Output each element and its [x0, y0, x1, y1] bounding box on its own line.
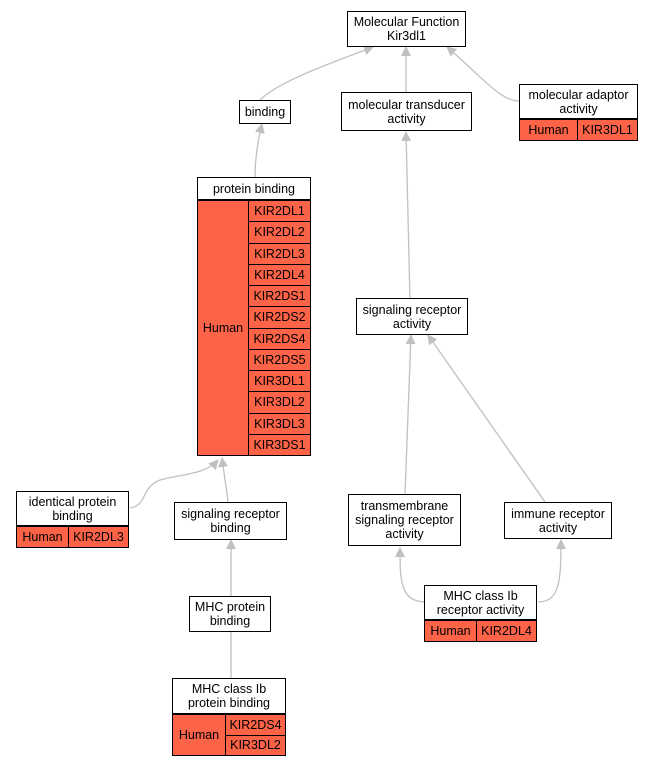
gene-label: KIR2DS1	[249, 286, 310, 308]
node-mhc-class-ib-receptor-activity[interactable]: MHC class Ib receptor activity	[424, 585, 537, 620]
edge-binding-to-root	[259, 45, 374, 101]
gene-label: KIR2DS4	[226, 715, 285, 736]
gene-label: KIR3DL1	[582, 123, 633, 137]
edge-adaptor-to-root	[446, 46, 520, 102]
gene-label: KIR2DS5	[249, 350, 310, 371]
gene-label: KIR2DS4	[249, 329, 310, 350]
node-signaling-receptor-binding[interactable]: signaling receptor binding	[174, 502, 287, 540]
edge-protein-binding-to-binding	[254, 123, 265, 178]
node-identical-protein-binding[interactable]: identical protein binding	[16, 491, 129, 526]
gene-label: KIR2DL3	[73, 530, 124, 544]
edge-mhc-receptor-to-immune	[537, 539, 566, 603]
edge-identical-to-protein-binding	[129, 459, 219, 509]
gene-label: KIR3DS1	[253, 437, 306, 452]
annotation-protein-binding: Human KIR2DL1 KIR2DL2 KIR2DL3 KIR2DL4 KI…	[197, 200, 311, 456]
edge-immune-to-signaling-activity	[427, 334, 546, 503]
species-label: Human	[173, 715, 226, 755]
species-label: Human	[198, 201, 249, 455]
gene-label: KIR2DL2	[249, 222, 310, 244]
gene-label: KIR2DL4	[249, 265, 310, 286]
gene-label: KIR2DL4	[481, 624, 532, 638]
species-label: Human	[520, 120, 578, 140]
node-protein-binding[interactable]: protein binding	[197, 177, 311, 200]
node-immune-receptor-activity[interactable]: immune receptor activity	[504, 502, 612, 539]
edge-signaling-binding-to-protein-binding	[218, 457, 229, 503]
node-root[interactable]: Molecular Function Kir3dl1	[347, 11, 466, 47]
gene-label: KIR3DL1	[249, 371, 310, 393]
species-label: Human	[17, 527, 69, 547]
edge-signaling-receptor-activity-to-transducer	[401, 131, 412, 301]
gene-label: KIR3DL2	[249, 392, 310, 414]
gene-label: KIR2DS2	[249, 307, 310, 329]
species-label: Human	[425, 621, 477, 641]
node-binding[interactable]: binding	[239, 100, 291, 124]
annotation-mhc-class-ib-receptor-activity: Human KIR2DL4	[424, 620, 537, 642]
annotation-molecular-adaptor-activity: Human KIR3DL1	[519, 119, 638, 141]
gene-label: KIR2DL1	[249, 201, 310, 223]
node-transmembrane-signaling-receptor-activity[interactable]: transmembrane signaling receptor activit…	[348, 494, 461, 546]
annotation-mhc-class-ib-protein-binding: Human KIR2DS4 KIR3DL2	[172, 714, 286, 756]
node-signaling-receptor-activity[interactable]: signaling receptor activity	[356, 298, 468, 335]
node-mhc-class-ib-protein-binding[interactable]: MHC class Ib protein binding	[172, 678, 286, 714]
gene-label: KIR3DL3	[249, 414, 310, 435]
gene-label: KIR2DL3	[249, 244, 310, 265]
node-mhc-protein-binding[interactable]: MHC protein binding	[189, 596, 271, 632]
node-molecular-adaptor-activity[interactable]: molecular adaptor activity	[519, 84, 638, 119]
edge-transmembrane-to-signaling-activity	[404, 334, 416, 495]
gene-label: KIR3DL2	[230, 738, 281, 753]
node-molecular-transducer-activity[interactable]: molecular transducer activity	[341, 92, 472, 131]
annotation-identical-protein-binding: Human KIR2DL3	[16, 526, 129, 548]
edge-mhc-receptor-to-transmembrane	[395, 547, 427, 603]
